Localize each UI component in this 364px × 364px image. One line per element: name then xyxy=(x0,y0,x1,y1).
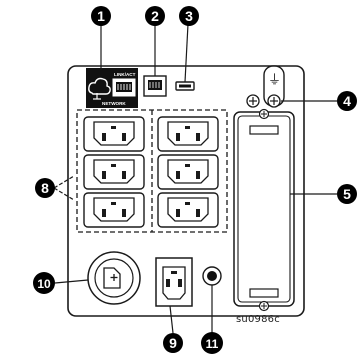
ethernet-port[interactable] xyxy=(112,78,136,97)
callout-11-number: 11 xyxy=(206,337,219,351)
ac-outlet[interactable] xyxy=(83,116,145,152)
screw-icon xyxy=(258,108,270,120)
ground-symbol-icon: ⏚ xyxy=(268,72,281,87)
callout-8: 8 xyxy=(35,178,55,198)
leader-lines xyxy=(53,23,337,334)
network-port-module: LINK/ACT NETWORK xyxy=(86,68,138,108)
callout-1-number: 1 xyxy=(97,8,105,24)
callout-5-number: 5 xyxy=(343,186,351,202)
callout-10: 10 xyxy=(33,272,55,294)
callout-9: 9 xyxy=(163,333,183,353)
screw-icon xyxy=(258,300,270,312)
ac-input[interactable] xyxy=(155,257,193,307)
battery-connector[interactable] xyxy=(87,251,141,305)
network-label: NETWORK xyxy=(102,101,126,106)
callout-11: 11 xyxy=(201,332,223,354)
callout-group: 1 2 3 4 5 8 9 10 11 xyxy=(33,6,357,354)
callout-5: 5 xyxy=(337,184,357,204)
callout-4: 4 xyxy=(337,91,357,111)
ac-outlet[interactable] xyxy=(157,116,219,152)
rj-port[interactable] xyxy=(143,75,167,97)
callout-2: 2 xyxy=(145,6,165,26)
usb-port[interactable] xyxy=(175,81,195,91)
callout-10-number: 10 xyxy=(37,277,51,291)
circuit-breaker[interactable] xyxy=(202,266,222,286)
battery-door[interactable] xyxy=(233,108,295,312)
callout-9-number: 9 xyxy=(169,335,177,351)
ac-outlet[interactable] xyxy=(83,154,145,190)
outlets xyxy=(83,116,219,228)
screw-icon xyxy=(246,94,260,108)
ac-outlet[interactable] xyxy=(157,192,219,228)
link-act-label: LINK/ACT xyxy=(114,72,136,77)
callout-2-number: 2 xyxy=(151,8,159,24)
ac-outlet[interactable] xyxy=(83,192,145,228)
callout-1: 1 xyxy=(91,6,111,26)
battery-connector-icon xyxy=(103,267,121,289)
callout-3-number: 3 xyxy=(185,8,193,24)
callout-8-number: 8 xyxy=(41,180,49,196)
callout-4-number: 4 xyxy=(343,93,351,109)
ac-outlet[interactable] xyxy=(157,154,219,190)
figure-id: su0986c xyxy=(236,314,280,325)
callout-3: 3 xyxy=(179,6,199,26)
ground-terminal[interactable]: ⏚ xyxy=(263,65,285,108)
cloud-network-icon xyxy=(88,77,111,100)
